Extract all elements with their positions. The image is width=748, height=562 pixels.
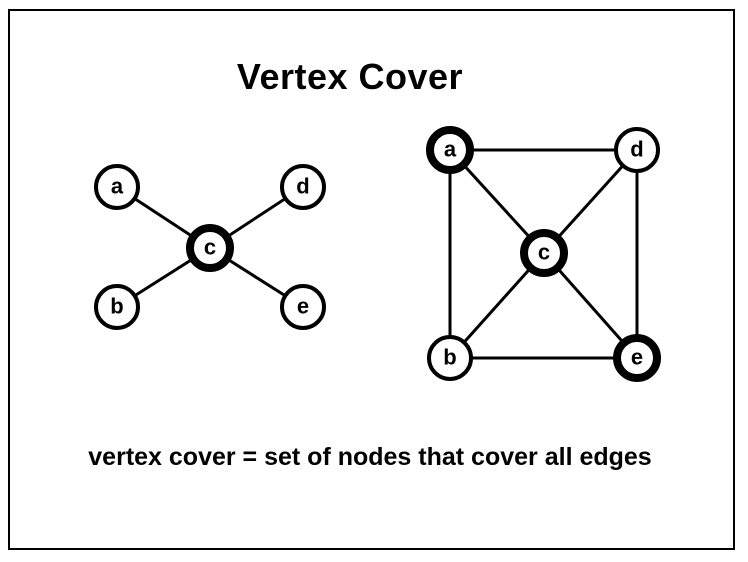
node-c-cover: c bbox=[186, 224, 234, 272]
node-c-cover: c bbox=[520, 229, 568, 277]
node-label: a bbox=[444, 137, 457, 162]
node-circle bbox=[426, 126, 474, 174]
node-circle bbox=[427, 335, 473, 381]
node-label: d bbox=[296, 174, 309, 199]
node-circle bbox=[614, 127, 660, 173]
node-b: b bbox=[94, 284, 140, 330]
node-circle bbox=[94, 284, 140, 330]
node-label: d bbox=[630, 137, 643, 162]
node-label: c bbox=[538, 240, 550, 265]
node-label: b bbox=[110, 294, 123, 319]
node-b: b bbox=[427, 335, 473, 381]
node-circle bbox=[613, 334, 661, 382]
node-label: e bbox=[631, 345, 643, 370]
node-circle bbox=[186, 224, 234, 272]
star-graph: a b c d e bbox=[94, 164, 326, 330]
slide-title: Vertex Cover bbox=[236, 56, 464, 97]
node-circle bbox=[94, 164, 140, 210]
square-graph: a b c d e bbox=[426, 126, 661, 382]
node-circle bbox=[280, 164, 326, 210]
node-a: a bbox=[94, 164, 140, 210]
node-e-cover: e bbox=[613, 334, 661, 382]
node-a-cover: a bbox=[426, 126, 474, 174]
node-label: a bbox=[111, 174, 124, 199]
node-label: e bbox=[297, 294, 309, 319]
node-e: e bbox=[280, 284, 326, 330]
node-circle bbox=[520, 229, 568, 277]
node-label: c bbox=[204, 235, 216, 260]
node-circle bbox=[280, 284, 326, 330]
node-d: d bbox=[280, 164, 326, 210]
slide-frame bbox=[8, 9, 735, 550]
node-d: d bbox=[614, 127, 660, 173]
slide-caption: vertex cover = set of nodes that cover a… bbox=[88, 443, 652, 471]
node-label: b bbox=[443, 345, 456, 370]
